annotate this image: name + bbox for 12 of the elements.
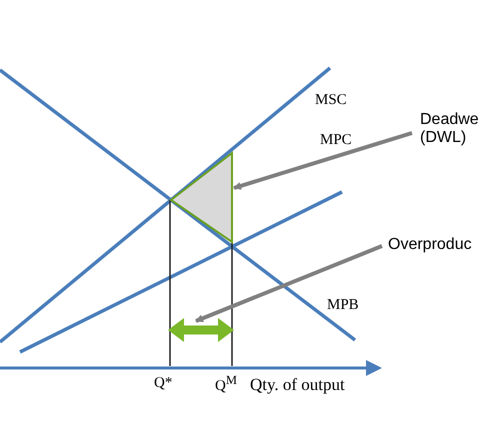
curve-label: MPB <box>327 297 359 314</box>
axis-tick-label: Q$^{M}$ <box>215 373 237 396</box>
shaded-triangle <box>169 150 233 244</box>
annotation-text: Deadwe (DWL) <box>420 111 476 148</box>
leader-line <box>195 244 383 323</box>
curve-label: MPC <box>320 132 352 150</box>
annotation-text: Overproduc <box>388 236 480 254</box>
axis-title: Qty. of output <box>250 375 345 395</box>
leader-line <box>233 131 413 190</box>
curve-label: MSC <box>315 92 347 110</box>
axis-tick-label: Q* <box>154 375 172 392</box>
double-arrow <box>168 318 234 342</box>
